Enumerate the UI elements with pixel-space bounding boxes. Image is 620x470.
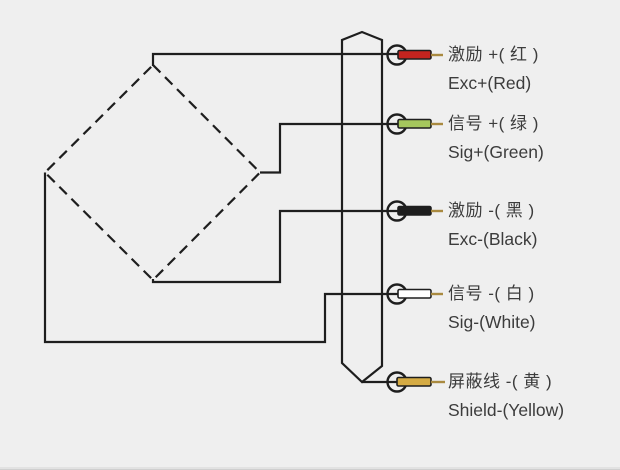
wire-sleeve-green [397, 118, 432, 129]
label-sig-minus-en: Sig-(White) [448, 312, 536, 332]
label-shield-en: Shield-(Yellow) [448, 400, 565, 420]
label-shield-cn: 屏蔽线 -( 黄 ) [448, 372, 553, 391]
wire-sleeve-red [397, 49, 432, 60]
label-exc-minus-en: Exc-(Black) [448, 229, 538, 249]
label-sig-plus-en: Sig+(Green) [448, 142, 544, 162]
label-exc-plus: 激励 +( 红 ) Exc+(Red) [448, 40, 618, 98]
label-shield: 屏蔽线 -( 黄 ) Shield-(Yellow) [448, 367, 618, 425]
wire-sleeve-white [397, 288, 432, 299]
label-exc-minus: 激励 -( 黑 ) Exc-(Black) [448, 196, 618, 254]
label-exc-minus-cn: 激励 -( 黑 ) [448, 201, 535, 220]
wire-sleeve-yellow [396, 376, 432, 387]
wire-sleeve-black [397, 205, 432, 216]
cable-connector-body [340, 30, 384, 384]
wire-line-sig-minus [43, 172, 400, 344]
wire-line-sig-plus [260, 122, 400, 174]
label-sig-minus: 信号 -( 白 ) Sig-(White) [448, 279, 618, 337]
label-sig-plus-cn: 信号 +( 绿 ) [448, 114, 539, 133]
wire-line-exc-minus [151, 209, 400, 284]
label-exc-plus-cn: 激励 +( 红 ) [448, 45, 539, 64]
wire-line-exc-plus [151, 52, 400, 66]
label-sig-plus: 信号 +( 绿 ) Sig+(Green) [448, 109, 618, 167]
label-sig-minus-cn: 信号 -( 白 ) [448, 284, 535, 303]
label-exc-plus-en: Exc+(Red) [448, 73, 532, 93]
bridge-diamond [43, 63, 262, 282]
